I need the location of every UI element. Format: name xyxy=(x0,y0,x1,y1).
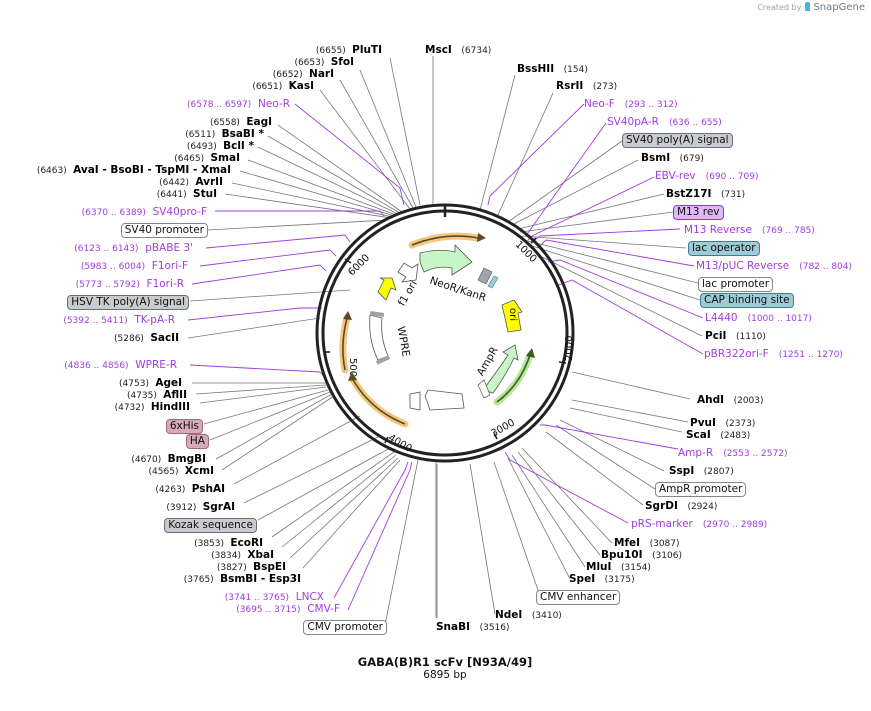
primer-lines-left xyxy=(187,103,413,611)
primer-label[interactable]: pRS-marker (2970 .. 2989) xyxy=(631,518,768,530)
site-label[interactable]: Bpu10I (3106) xyxy=(601,549,682,561)
site-label[interactable]: AhdI (2003) xyxy=(697,394,764,406)
site-label[interactable]: (3853) EcoRI xyxy=(194,537,263,549)
feature-label[interactable]: AmpR promoter xyxy=(655,482,747,497)
feature-label[interactable]: SV40 poly(A) signal xyxy=(622,133,733,148)
inner-features: NeoR/KanR f1 ori ori AmpR WPRE xyxy=(339,232,535,428)
site-label[interactable]: PvuI (2373) xyxy=(690,417,756,429)
site-label[interactable]: (6653) SfoI xyxy=(294,56,354,68)
primer-lines-right xyxy=(487,103,704,524)
snapgene-name: SnapGene xyxy=(813,2,865,13)
plasmid-backbone xyxy=(315,203,575,463)
site-label[interactable]: BstZ17I (731) xyxy=(666,188,746,200)
site-label[interactable]: PciI (1110) xyxy=(705,330,766,342)
site-label[interactable]: (6465) SmaI xyxy=(174,152,240,164)
site-label[interactable]: (3827) BspEI xyxy=(216,561,286,573)
primer-label[interactable]: Neo-F (293 .. 312) xyxy=(584,98,678,110)
feature-label-ori: ori xyxy=(507,308,518,321)
site-label[interactable]: (6441) StuI xyxy=(156,188,217,200)
site-label[interactable]: BsmI (679) xyxy=(641,152,704,164)
primer-label[interactable]: M13/pUC Reverse (782 .. 804) xyxy=(696,260,853,272)
primer-label[interactable]: SV40pA-R (636 .. 655) xyxy=(607,116,722,128)
feature-label[interactable]: CMV enhancer xyxy=(536,590,621,605)
site-label[interactable]: (6558) EagI xyxy=(210,116,272,128)
feature-label[interactable]: HSV TK poly(A) signal xyxy=(67,295,189,310)
primer-label[interactable]: M13 Reverse (769 .. 785) xyxy=(684,224,815,236)
site-label[interactable]: (6511) BsaBI * xyxy=(185,128,264,140)
site-label[interactable]: (4753) AgeI xyxy=(119,377,182,389)
ring-ticks xyxy=(323,237,567,444)
feature-label[interactable]: CAP binding site xyxy=(700,293,794,308)
plasmid-title: GABA(B)R1 scFv [N93A/49] xyxy=(357,655,533,669)
primer-label[interactable]: (6578 .. 6597) Neo-R xyxy=(187,98,290,110)
site-label[interactable]: (4670) BmgBI xyxy=(131,453,206,465)
site-label[interactable]: (3834) XbaI xyxy=(211,549,274,561)
feature-label[interactable]: lac promoter xyxy=(698,277,774,292)
leader-lines-left xyxy=(187,57,437,626)
primer-label[interactable]: EBV-rev (690 .. 709) xyxy=(655,170,759,182)
primer-label[interactable]: (3741 .. 3765) LNCX xyxy=(224,591,324,603)
primer-label[interactable]: pBR322ori-F (1251 .. 1270) xyxy=(704,348,843,360)
feature-label[interactable]: 6xHis xyxy=(165,419,203,434)
site-label[interactable]: RsrII (273) xyxy=(556,80,618,92)
feature-label-f1ori: f1 ori xyxy=(396,278,420,308)
site-label[interactable]: SpeI (3175) xyxy=(569,573,635,585)
primer-label[interactable]: (5773 .. 5792) F1ori-R xyxy=(75,278,184,290)
created-by-text: Created by xyxy=(757,3,802,12)
feature-label[interactable]: M13 rev xyxy=(673,205,724,220)
site-label[interactable]: (6463) AvaI - BsoBI - TspMI - XmaI xyxy=(36,164,231,176)
site-label[interactable]: SgrDI (2924) xyxy=(645,500,718,512)
primer-label[interactable]: (3695 .. 3715) CMV-F xyxy=(236,603,340,615)
site-label[interactable]: MscI (6734) xyxy=(425,44,492,56)
feature-label[interactable]: lac operator xyxy=(688,241,760,256)
leader-lines-right xyxy=(432,56,703,618)
snapgene-logo-icon xyxy=(804,2,810,11)
site-label[interactable]: ScaI (2483) xyxy=(686,429,751,441)
site-label[interactable]: BssHII (154) xyxy=(517,63,588,75)
site-label[interactable]: (6442) AvrII xyxy=(159,176,223,188)
feature-label[interactable]: Kozak sequence xyxy=(164,518,257,533)
site-label[interactable]: (5286) SacII xyxy=(114,332,179,344)
site-label[interactable]: (6655) PluTI xyxy=(315,44,382,56)
site-label[interactable]: (6652) NarI xyxy=(272,68,334,80)
site-label[interactable]: (4735) AflII xyxy=(126,389,187,401)
site-label[interactable]: SnaBI (3516) xyxy=(436,621,510,633)
primer-label[interactable]: (4836 .. 4856) WPRE-R xyxy=(64,359,177,371)
primer-label[interactable]: Amp-R (2553 .. 2572) xyxy=(678,447,788,459)
primer-label[interactable]: (5983 .. 6004) F1ori-F xyxy=(80,260,188,272)
feature-label[interactable]: CMV promoter xyxy=(303,620,387,635)
svg-text:3000: 3000 xyxy=(489,417,517,439)
feature-label-wpre: WPRE xyxy=(395,325,412,357)
primer-label[interactable]: (6370 .. 6389) SV40pro-F xyxy=(81,206,207,218)
svg-text:5000: 5000 xyxy=(347,358,358,383)
site-label[interactable]: SspI (2807) xyxy=(669,465,734,477)
primer-label[interactable]: (6123 .. 6143) pBABE 3' xyxy=(74,242,193,254)
primer-label[interactable]: (5392 .. 5411) TK-pA-R xyxy=(63,314,175,326)
site-label[interactable]: (3912) SgrAI xyxy=(166,501,235,513)
site-label[interactable]: NdeI (3410) xyxy=(495,609,562,621)
feature-label[interactable]: HA xyxy=(185,434,209,449)
primer-label[interactable]: L4440 (1000 .. 1017) xyxy=(705,312,812,324)
site-label[interactable]: (6493) BclI * xyxy=(186,140,254,152)
site-label[interactable]: (4732) HindIII xyxy=(114,401,190,413)
site-label[interactable]: MfeI (3087) xyxy=(614,537,680,549)
site-label[interactable]: (6651) KasI xyxy=(252,80,314,92)
feature-label[interactable]: SV40 promoter xyxy=(120,223,208,238)
plasmid-length: 6895 bp xyxy=(423,669,467,681)
snapgene-branding: Created by SnapGene xyxy=(757,2,865,13)
site-label[interactable]: MluI (3154) xyxy=(586,561,651,573)
site-label[interactable]: (4565) XcmI xyxy=(148,465,214,477)
svg-text:2000: 2000 xyxy=(564,336,575,361)
site-label[interactable]: (4263) PshAI xyxy=(155,483,225,495)
site-label[interactable]: (3765) BsmBI - Esp3I xyxy=(183,573,301,585)
